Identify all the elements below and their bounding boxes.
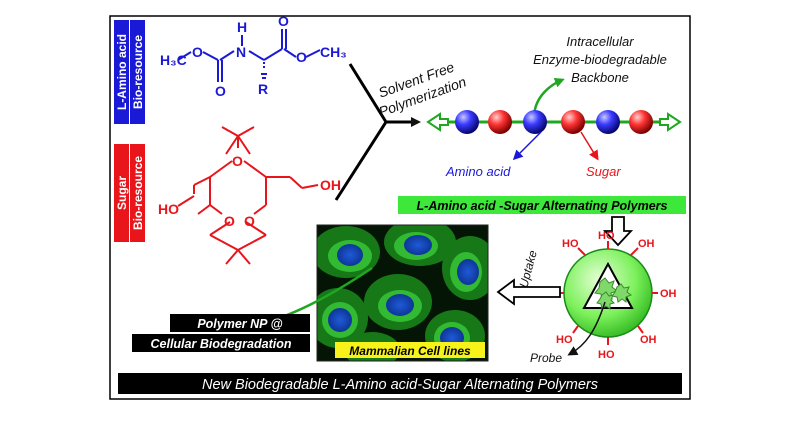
amino-ester-oxygen-right: O [296, 49, 307, 65]
np-hydroxyl-upper-right: OH [638, 238, 655, 250]
sugar-hydroxyl-right: OH [320, 177, 341, 193]
amino-carbonyl-oxygen-right: O [278, 13, 289, 29]
probe-label: Probe [530, 351, 562, 365]
polymer-chain [426, 110, 682, 134]
amino-nitrogen: N [236, 44, 246, 60]
sugar-unit-3 [629, 110, 653, 134]
amino-carbonyl-oxygen-left: O [215, 83, 226, 99]
np-hydroxyl-upper-left: HO [562, 238, 579, 250]
amino-r-group: R [258, 81, 268, 97]
cell-image [317, 225, 488, 361]
np-label-line1: Polymer NP @ [197, 317, 282, 331]
footer-title: New Biodegradable L-Amino acid-Sugar Alt… [202, 377, 598, 393]
np-label-line2: Cellular Biodegradation [151, 337, 292, 351]
sugar-oxygen-right: O [244, 213, 255, 229]
amino-unit-2 [523, 110, 547, 134]
sugar-atoms: O O O HO OH [158, 153, 341, 229]
np-hydroxyl-bottom: HO [598, 349, 615, 361]
backbone-note-line2: Enzyme-biodegradable [533, 52, 667, 67]
sugar-label: Sugar [586, 164, 621, 179]
amino-acid-atoms: H₃C O O N H O O CH₃ R [160, 13, 347, 99]
amino-acid-structure [177, 29, 321, 82]
sugar-oxygen-left: O [224, 213, 235, 229]
cell-label-text: Mammalian Cell lines [349, 344, 471, 358]
np-label-bg-1 [170, 314, 310, 332]
backbone-note-line3: Backbone [571, 70, 629, 85]
np-hydroxyl-lower-left: HO [556, 334, 573, 346]
outer-frame [109, 15, 691, 400]
sugar-unit-1 [488, 110, 512, 134]
np-label-bg-2 [132, 334, 310, 352]
uptake-label: Uptake [516, 248, 539, 289]
amino-unit-3 [596, 110, 620, 134]
polymer-banner-bg [398, 196, 686, 214]
probe-arrow [567, 301, 606, 356]
amino-methyl-right: CH₃ [320, 44, 347, 60]
down-arrow [602, 216, 634, 247]
sugar-structure [177, 126, 319, 265]
process-label: Solvent Free Polymerization [376, 58, 468, 119]
cell-label-bg [335, 342, 485, 358]
amino-ester-oxygen-left: O [192, 44, 203, 60]
sugar-hydroxyl-left: HO [158, 201, 179, 217]
amino-label-line1: L-Amino acid [115, 34, 129, 110]
amino-acid-label: Amino acid [445, 164, 511, 179]
amino-unit-1 [455, 110, 479, 134]
np-hydroxyl-top: HO [598, 230, 615, 242]
amino-methyl-left: H₃C [160, 52, 187, 68]
sugar-unit-2 [561, 110, 585, 134]
footer-title-bg [118, 373, 682, 394]
chain-left-arrow [426, 112, 449, 132]
backbone-note-line1: Intracellular [566, 34, 634, 49]
backbone-note: Intracellular Enzyme-biodegradable Backb… [533, 34, 667, 85]
sugar-resource-label: Sugar Bio-resource [114, 144, 145, 242]
amino-resource-label: L-Amino acid Bio-resource [114, 20, 145, 124]
amino-hydrogen: H [237, 19, 247, 35]
sugar-oxygen-top: O [232, 153, 243, 169]
uptake-arrow [496, 278, 561, 306]
amino-pointer-arrow [512, 131, 542, 161]
nanoparticle [558, 241, 658, 345]
np-hydroxyl-lower-right: OH [640, 334, 657, 346]
amino-label-line2: Bio-resource [131, 35, 145, 109]
sugar-label-line2: Bio-resource [131, 156, 145, 230]
sugar-label-line1: Sugar [115, 176, 129, 210]
chain-right-arrow [659, 112, 682, 132]
merge-connector [334, 63, 421, 201]
polymer-banner-text: L-Amino acid -Sugar Alternating Polymers [417, 199, 668, 213]
np-hydroxyl-right: OH [660, 288, 677, 300]
sugar-pointer-arrow [580, 131, 599, 161]
